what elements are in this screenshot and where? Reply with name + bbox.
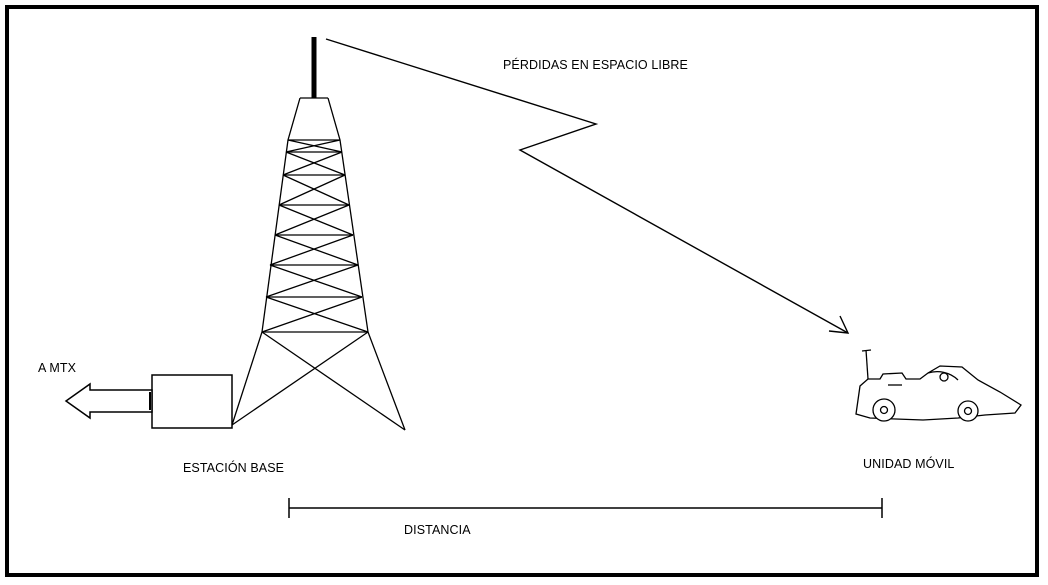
radio-signal-path: [325, 38, 850, 334]
car-icon: [855, 349, 1022, 422]
base-station-box: [151, 374, 233, 429]
arrow-left-icon: [64, 382, 153, 420]
to-mtx-label: A MTX: [38, 361, 77, 375]
distance-dimension-line: [288, 498, 883, 518]
transmission-tower: [231, 97, 406, 431]
distance-label: DISTANCIA: [404, 523, 471, 537]
free-space-loss-label: PÉRDIDAS EN ESPACIO LIBRE: [503, 58, 688, 72]
mobile-unit-label: UNIDAD MÓVIL: [863, 457, 955, 471]
diagram-frame: [5, 5, 1039, 577]
base-station-label: ESTACIÓN BASE: [183, 461, 285, 475]
